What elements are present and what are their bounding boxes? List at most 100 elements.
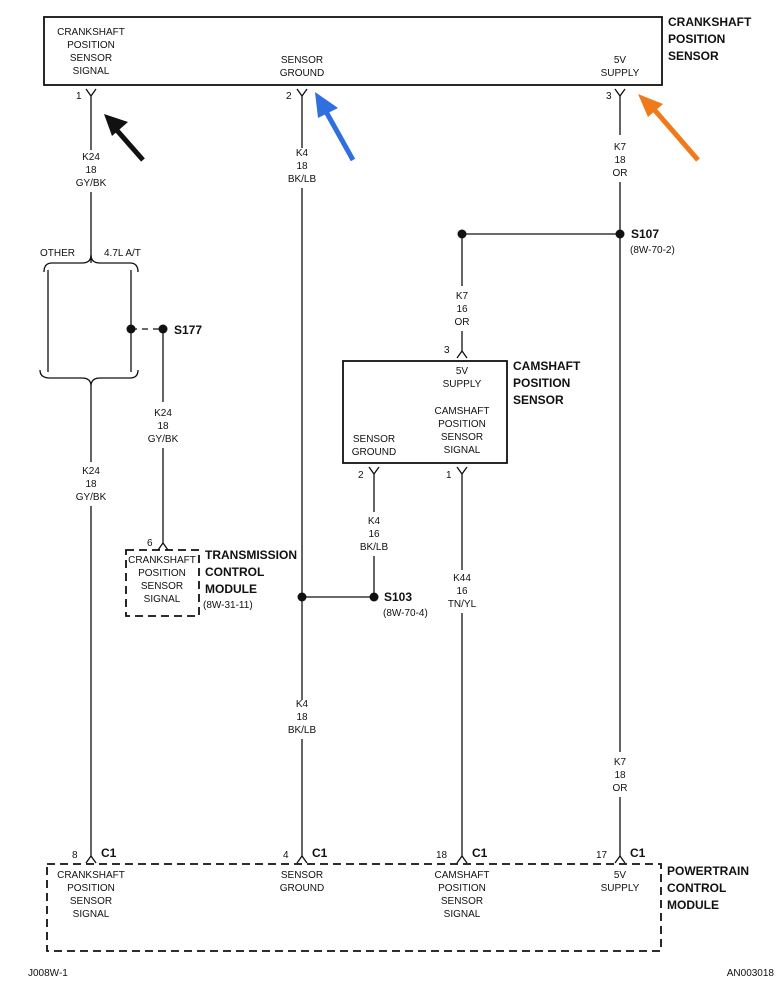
black-arrow xyxy=(104,114,145,162)
pcm-connector-17: 17 C1 xyxy=(596,846,646,864)
k24-top-label: K24 18 GY/BK xyxy=(76,152,107,189)
pcm-ground-label: SENSOR GROUND xyxy=(280,870,324,894)
svg-text:OR: OR xyxy=(613,168,628,179)
s177-label: S177 xyxy=(174,323,202,337)
crankshaft-sensor-box xyxy=(43,16,663,86)
tcm-signal-label: CRANKSHAFT POSITION SENSOR SIGNAL xyxy=(128,555,196,605)
svg-text:17: 17 xyxy=(596,850,608,861)
crank-pin-1: 1 xyxy=(76,91,82,102)
svg-text:OR: OR xyxy=(455,317,470,328)
svg-text:SENSOR: SENSOR xyxy=(281,55,323,66)
svg-text:SIGNAL: SIGNAL xyxy=(144,594,181,605)
svg-text:K4: K4 xyxy=(296,699,309,710)
svg-text:CRANKSHAFT: CRANKSHAFT xyxy=(128,555,196,566)
svg-text:K7: K7 xyxy=(614,757,627,768)
svg-text:CRANKSHAFT: CRANKSHAFT xyxy=(668,15,752,29)
svg-text:CAMSHAFT: CAMSHAFT xyxy=(513,359,581,373)
svg-text:SUPPLY: SUPPLY xyxy=(443,379,482,390)
svg-text:C1: C1 xyxy=(101,846,117,860)
svg-text:SENSOR: SENSOR xyxy=(441,432,483,443)
pcm-supply-label: 5V SUPPLY xyxy=(601,870,640,894)
svg-text:POSITION: POSITION xyxy=(668,32,725,46)
svg-text:CAMSHAFT: CAMSHAFT xyxy=(435,870,490,881)
cam-ground-label: SENSOR GROUND xyxy=(352,434,396,458)
svg-text:18: 18 xyxy=(614,155,626,166)
svg-text:5V: 5V xyxy=(614,870,627,881)
tcm-pin-chevron xyxy=(157,541,169,551)
svg-text:GROUND: GROUND xyxy=(280,68,324,79)
svg-text:SIGNAL: SIGNAL xyxy=(73,909,110,920)
svg-text:GY/BK: GY/BK xyxy=(76,178,107,189)
cam-pin3-chevron xyxy=(456,349,468,359)
svg-text:18: 18 xyxy=(85,165,97,176)
svg-text:K7: K7 xyxy=(456,291,469,302)
k7-cam-label: K7 16 OR xyxy=(455,291,470,328)
camshaft-sensor-title: CAMSHAFT POSITION SENSOR xyxy=(513,359,581,407)
svg-text:5V: 5V xyxy=(614,55,627,66)
svg-text:18: 18 xyxy=(296,712,308,723)
svg-text:POSITION: POSITION xyxy=(513,376,570,390)
svg-text:TRANSMISSION: TRANSMISSION xyxy=(205,548,297,562)
svg-text:GY/BK: GY/BK xyxy=(76,492,107,503)
svg-text:C1: C1 xyxy=(630,846,646,860)
crank-pin1-label: CRANKSHAFT POSITION SENSOR SIGNAL xyxy=(57,27,125,77)
svg-text:GY/BK: GY/BK xyxy=(148,434,179,445)
orange-arrow xyxy=(638,94,700,162)
svg-text:5V: 5V xyxy=(456,366,469,377)
k4-low-label: K4 18 BK/LB xyxy=(288,699,317,736)
cam-signal-label: CAMSHAFT POSITION SENSOR SIGNAL xyxy=(435,406,490,456)
svg-text:18: 18 xyxy=(85,479,97,490)
pcm-box xyxy=(46,863,662,952)
cam-pin-3: 3 xyxy=(444,345,450,356)
cam-supply-label: 5V SUPPLY xyxy=(443,366,482,390)
svg-text:18: 18 xyxy=(614,770,626,781)
svg-text:SENSOR: SENSOR xyxy=(668,49,719,63)
k7-low-label: K7 18 OR xyxy=(613,757,628,794)
pcm-crank-signal-label: CRANKSHAFT POSITION SENSOR SIGNAL xyxy=(57,870,125,920)
blue-arrow xyxy=(315,92,356,162)
svg-text:TN/YL: TN/YL xyxy=(448,599,477,610)
svg-text:OR: OR xyxy=(613,783,628,794)
k7-top-label: K7 18 OR xyxy=(613,142,628,179)
k4-top-label: K4 18 BK/LB xyxy=(288,148,317,185)
svg-text:BK/LB: BK/LB xyxy=(288,174,317,185)
svg-text:SENSOR: SENSOR xyxy=(513,393,564,407)
pcm-connector-4: 4 C1 xyxy=(283,846,328,864)
crankshaft-sensor-title: CRANKSHAFT POSITION SENSOR xyxy=(668,15,752,63)
tcm-pin: 6 xyxy=(147,538,153,549)
cam-pin1-chevron xyxy=(456,466,468,476)
svg-text:SUPPLY: SUPPLY xyxy=(601,883,640,894)
cam-pin-1: 1 xyxy=(446,470,452,481)
svg-text:16: 16 xyxy=(368,529,380,540)
svg-text:SENSOR: SENSOR xyxy=(70,53,112,64)
tcm-ref: (8W-31-11) xyxy=(203,600,253,611)
crank-pin3-chevron xyxy=(614,88,626,98)
k24-tcm-label: K24 18 GY/BK xyxy=(148,408,179,445)
pcm-connector-18: 18 C1 xyxy=(436,846,488,864)
k4-splice-dot xyxy=(297,592,307,602)
svg-text:POSITION: POSITION xyxy=(438,419,486,430)
crank-pin1-chevron xyxy=(85,88,97,98)
k24-low-label: K24 18 GY/BK xyxy=(76,466,107,503)
svg-text:POSITION: POSITION xyxy=(138,568,186,579)
svg-text:CRANKSHAFT: CRANKSHAFT xyxy=(57,870,125,881)
svg-text:MODULE: MODULE xyxy=(667,898,719,912)
svg-text:18: 18 xyxy=(296,161,308,172)
option-other-label: OTHER xyxy=(40,248,75,259)
s103-label: S103 xyxy=(384,590,412,604)
svg-text:CONTROL: CONTROL xyxy=(667,881,726,895)
svg-text:POSITION: POSITION xyxy=(67,40,115,51)
svg-text:SENSOR: SENSOR xyxy=(70,896,112,907)
crank-pin-3: 3 xyxy=(606,91,612,102)
pcm-connector-8: 8 C1 xyxy=(72,846,117,864)
s107-label: S107 xyxy=(631,227,659,241)
tcm-title: TRANSMISSION CONTROL MODULE xyxy=(205,548,297,596)
crank-pin2-label: SENSOR GROUND xyxy=(280,55,324,79)
svg-text:POSITION: POSITION xyxy=(67,883,115,894)
svg-text:BK/LB: BK/LB xyxy=(288,725,317,736)
svg-text:16: 16 xyxy=(456,304,468,315)
svg-text:BK/LB: BK/LB xyxy=(360,542,389,553)
pcm-title: POWERTRAIN CONTROL MODULE xyxy=(667,864,749,912)
crank-pin-2: 2 xyxy=(286,91,292,102)
